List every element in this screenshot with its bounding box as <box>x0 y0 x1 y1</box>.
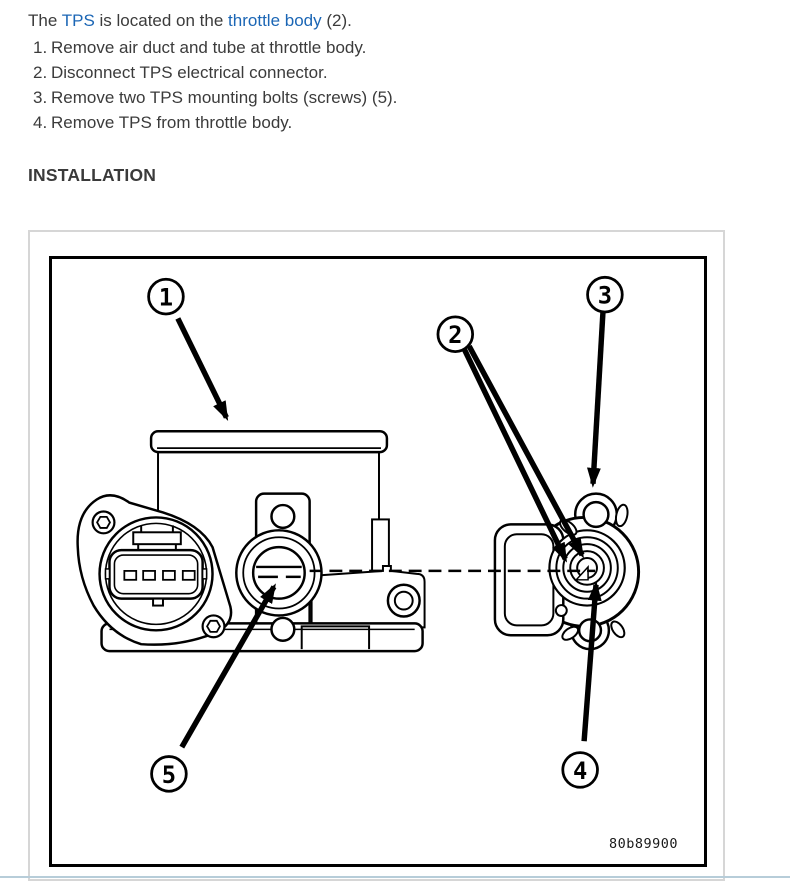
figure-container: 1 2 3 4 5 80b89900 <box>28 230 725 881</box>
callout-5: 5 <box>150 755 188 793</box>
svg-text:1: 1 <box>159 284 173 312</box>
callout-3: 3 <box>586 275 624 314</box>
tps-throttle-body-diagram: 1 2 3 4 5 <box>76 275 641 793</box>
list-item: 4.Remove TPS from throttle body. <box>28 110 728 135</box>
arrow-2b <box>466 344 585 559</box>
figure-code-label: 80b89900 <box>608 836 678 852</box>
step-text: Disconnect TPS electrical connector. <box>51 63 328 82</box>
list-item: 1.Remove air duct and tube at throttle b… <box>28 35 728 60</box>
list-item: 3.Remove two TPS mounting bolts (screws)… <box>28 85 728 110</box>
step-number: 3. <box>33 88 48 107</box>
callout-4: 4 <box>561 751 599 789</box>
instructions-block: The TPS is located on the throttle body … <box>28 8 728 188</box>
step-text: Remove air duct and tube at throttle bod… <box>51 38 367 57</box>
callout-arrows <box>175 312 606 749</box>
arrow-4 <box>581 580 602 742</box>
callout-1: 1 <box>147 277 185 316</box>
svg-text:4: 4 <box>573 757 587 785</box>
callout-balloons: 1 2 3 4 5 <box>147 275 624 793</box>
svg-text:3: 3 <box>598 282 612 310</box>
step-text: Remove TPS from throttle body. <box>51 113 293 132</box>
arrow-2a <box>461 347 568 563</box>
installation-heading: INSTALLATION <box>28 165 157 185</box>
removal-steps-list: 1.Remove air duct and tube at throttle b… <box>28 35 728 135</box>
throttle-body-link[interactable]: throttle body <box>228 11 322 30</box>
arrow-1 <box>175 317 229 421</box>
svg-text:2: 2 <box>448 321 462 349</box>
arrow-5 <box>179 583 277 749</box>
step-text: Remove two TPS mounting bolts (screws) (… <box>51 88 398 107</box>
intro-text-1: The <box>28 11 62 30</box>
step-number: 4. <box>33 113 48 132</box>
tps-link[interactable]: TPS <box>61 11 95 30</box>
list-item: 2.Disconnect TPS electrical connector. <box>28 60 728 85</box>
intro-text-3: (2). <box>321 11 352 30</box>
step-number: 1. <box>33 38 48 57</box>
arrow-3 <box>587 312 606 488</box>
svg-text:5: 5 <box>162 761 176 789</box>
diagram-frame: 1 2 3 4 5 80b89900 <box>49 256 707 867</box>
step-number: 2. <box>33 63 48 82</box>
bottom-divider <box>0 876 790 878</box>
intro-paragraph: The TPS is located on the throttle body … <box>28 8 728 33</box>
callout-2: 2 <box>436 315 475 353</box>
throttle-body-drawing <box>76 430 426 653</box>
intro-text-2: is located on the <box>94 11 229 30</box>
